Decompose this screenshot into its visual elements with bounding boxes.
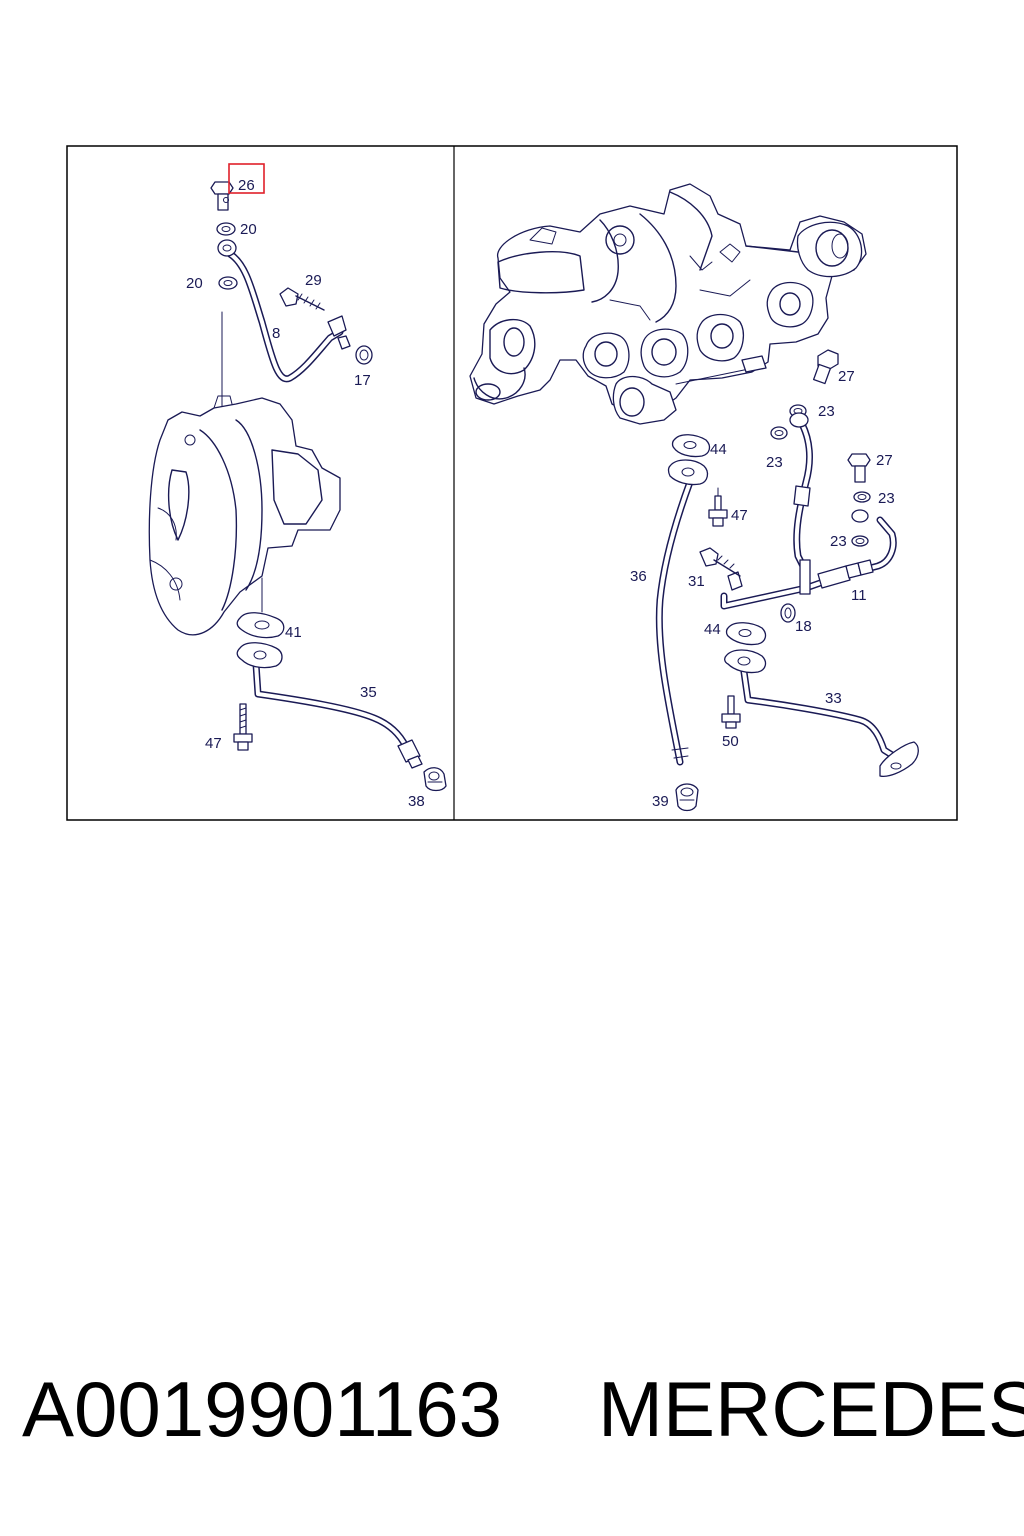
sealing-ring-23-c bbox=[853, 491, 871, 503]
sealing-ring-17 bbox=[355, 345, 373, 365]
callout-35: 35 bbox=[360, 684, 377, 701]
callout-23-d: 23 bbox=[830, 533, 847, 550]
gasket-44-lower bbox=[725, 622, 767, 646]
sealing-ring-18 bbox=[780, 603, 796, 623]
callout-8: 8 bbox=[272, 325, 280, 342]
callout-47-right: 47 bbox=[731, 507, 748, 524]
callout-20-lower: 20 bbox=[186, 275, 203, 292]
callout-31: 31 bbox=[688, 573, 705, 590]
callout-26: 26 bbox=[238, 177, 255, 194]
callout-27-upper: 27 bbox=[838, 368, 855, 385]
gasket-44-upper bbox=[671, 434, 711, 458]
left-panel: 26 20 20 29 8 17 41 35 47 38 bbox=[148, 163, 447, 810]
highlight-box-26 bbox=[228, 163, 265, 194]
callout-17: 17 bbox=[354, 372, 371, 389]
oil-line-8 bbox=[217, 239, 351, 383]
callout-47-left: 47 bbox=[205, 735, 222, 752]
callout-33: 33 bbox=[825, 690, 842, 707]
grommet-38 bbox=[423, 767, 447, 792]
bolt-47-left bbox=[233, 703, 253, 751]
turbocharger-manifold-assembly bbox=[469, 183, 867, 425]
bolt-31 bbox=[699, 547, 741, 577]
callout-23-b: 23 bbox=[766, 454, 783, 471]
part-number-caption: A0019901163 bbox=[22, 1365, 503, 1453]
callout-38: 38 bbox=[408, 793, 425, 810]
right-panel: 27 23 23 44 47 27 23 23 36 31 11 18 44 3… bbox=[469, 183, 919, 812]
bolt-47-right bbox=[708, 487, 728, 527]
callout-39: 39 bbox=[652, 793, 669, 810]
callout-50: 50 bbox=[722, 733, 739, 750]
oil-return-line-33 bbox=[724, 649, 919, 778]
callout-27-lower: 27 bbox=[876, 452, 893, 469]
oil-return-line-35 bbox=[236, 642, 423, 769]
callout-23-a: 23 bbox=[818, 403, 835, 420]
oil-return-tube-36 bbox=[655, 459, 709, 766]
callout-44-upper: 44 bbox=[710, 441, 727, 458]
callout-44-lower: 44 bbox=[704, 621, 721, 638]
callout-41: 41 bbox=[285, 624, 302, 641]
banjo-bolt-27-lower bbox=[847, 453, 871, 483]
callout-29: 29 bbox=[305, 272, 322, 289]
callout-36: 36 bbox=[630, 568, 647, 585]
turbocharger-housing-left bbox=[148, 395, 341, 636]
callout-11: 11 bbox=[851, 587, 867, 604]
banjo-bolt-27-upper bbox=[812, 349, 839, 385]
sealing-ring-23-b bbox=[770, 426, 788, 440]
brand-caption: MERCEDES bbox=[598, 1365, 1024, 1453]
sealing-ring-23-d bbox=[851, 535, 869, 547]
callout-23-c: 23 bbox=[878, 490, 895, 507]
sealing-ring-20-upper bbox=[216, 222, 236, 236]
sealing-ring-20-lower bbox=[218, 276, 238, 290]
callout-18: 18 bbox=[795, 618, 812, 635]
gasket-41 bbox=[236, 612, 285, 639]
callout-20-upper: 20 bbox=[240, 221, 257, 238]
oil-feed-line-11 bbox=[720, 412, 897, 610]
bolt-29 bbox=[279, 287, 325, 311]
bolt-50 bbox=[721, 695, 741, 729]
diagram-frame bbox=[66, 145, 958, 821]
grommet-39 bbox=[675, 783, 699, 812]
